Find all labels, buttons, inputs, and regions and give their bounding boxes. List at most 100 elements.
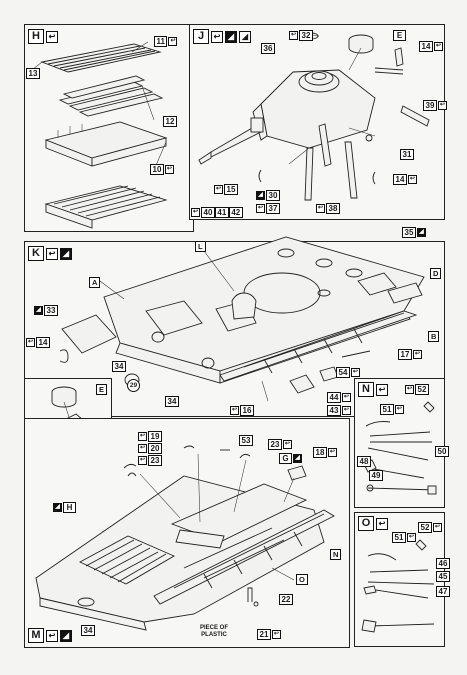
cement-icon: ↩ (341, 393, 351, 402)
paint-icon: ◢ (60, 629, 72, 642)
callout-part-52-n: ↩52 (404, 384, 429, 395)
callout-part-15: ↩15 (213, 184, 238, 195)
cement-icon: ↩ (327, 448, 337, 457)
cement-icon: ↩ (46, 247, 58, 260)
cement-icon: ↩ (256, 204, 265, 213)
callout-part-12: 12 (163, 116, 177, 127)
cement-icon: ↩ (26, 338, 35, 347)
step-h-header: H ↩ (28, 29, 58, 44)
callout-part-52-o: 52↩ (418, 522, 443, 533)
callout-subassembly-l: L (195, 241, 206, 252)
paint-icon: ◢ (225, 30, 237, 43)
o-tools-drawing (361, 539, 435, 633)
cement-icon: ↩ (432, 523, 442, 532)
n-tools-drawing (363, 401, 437, 495)
cement-icon: ↩ (138, 456, 147, 465)
callout-part-18: 18↩ (313, 447, 338, 458)
paint-icon: ◢ (60, 247, 72, 260)
cement-icon: ↩ (376, 383, 388, 396)
callout-parts-40-42: ↩ 40 41 42 (190, 207, 243, 218)
cement-icon: ↩ (164, 165, 174, 174)
callout-part-34-k-left: 34 (112, 361, 126, 372)
step-letter: J (193, 29, 209, 44)
cement-icon: ↩ (289, 31, 298, 40)
cement-icon: ↩ (230, 406, 239, 415)
callout-part-43: 43↩ (327, 405, 352, 416)
cement-icon: ↩ (341, 406, 351, 415)
callout-part-38: ↩38 (315, 203, 340, 214)
step-k-header: K ↩ ◢ (28, 246, 72, 261)
cement-icon: ↩ (405, 385, 414, 394)
callout-part-53: 53 (239, 435, 253, 446)
callout-part-14-k: ↩14 (25, 337, 50, 348)
cement-icon: ↩ (350, 368, 360, 377)
h-drawing (31, 41, 168, 229)
callout-part-37: ↩37 (255, 203, 280, 214)
cement-icon: ↩ (271, 630, 281, 639)
callout-part-51-n: 51↩ (380, 404, 405, 415)
cement-icon: ↩ (214, 185, 223, 194)
cement-icon: ↩ (46, 30, 58, 43)
callout-part-54: 54↩ (336, 367, 361, 378)
cement-icon: ↩ (433, 42, 443, 51)
callout-part-35: 35◢ (402, 227, 427, 238)
callout-part-36: 36 (261, 43, 275, 54)
paint-icon: ◢ (239, 30, 251, 43)
cement-icon: ↩ (168, 37, 178, 46)
callout-part-11: 11↩ (154, 36, 178, 47)
step-letter: K (28, 246, 44, 261)
callout-part-44: 44↩ (327, 392, 352, 403)
callout-part-14-bottom: 14↩ (393, 174, 418, 185)
step-letter: M (28, 628, 44, 643)
callout-part-17: 17↩ (398, 349, 423, 360)
callout-part-e-l: E (96, 384, 108, 395)
piece-of-plastic-note: PIECE OF PLASTIC (200, 625, 229, 638)
callout-subassembly-d: D (430, 268, 442, 279)
cement-icon: ↩ (407, 175, 417, 184)
callout-part-33: ◢33 (33, 305, 58, 316)
callout-part-34-k-right: 34 (165, 396, 179, 407)
callout-part-30: ◢30 (255, 190, 280, 201)
callout-part-48: 48 (357, 456, 371, 467)
callout-part-16: ↩16 (229, 405, 254, 416)
cement-icon: ↩ (394, 405, 404, 414)
k-hull-drawing (59, 236, 425, 402)
cement-icon: ↩ (412, 350, 422, 359)
callout-part-34-m: 34 (81, 625, 95, 636)
callout-part-32: ↩32 (288, 30, 313, 41)
step-n-header: N ↩ (358, 382, 388, 397)
callout-part-23-left: ↩23 (137, 455, 162, 466)
callout-part-49: 49 (369, 470, 383, 481)
callout-part-46: 46 (436, 558, 450, 569)
callout-part-23-right: 23↩ (268, 439, 293, 450)
cement-icon: ↩ (138, 432, 147, 441)
paint-icon: ◢ (256, 191, 265, 200)
callout-part-51-o: 51↩ (392, 532, 417, 543)
paint-icon: ◢ (416, 228, 426, 237)
callout-subassembly-b: B (428, 331, 440, 342)
callout-part-e: E (393, 30, 406, 41)
paint-icon: ◢ (293, 454, 302, 463)
cement-icon: ↩ (406, 533, 416, 542)
callout-part-39: 39↩ (423, 100, 448, 111)
callout-subassembly-a: A (89, 277, 101, 288)
callout-part-19: ↩19 (137, 431, 162, 442)
callout-part-50: 50 (435, 446, 449, 457)
cement-icon: ↩ (138, 444, 147, 453)
step-o-header: O ↩ (358, 516, 388, 531)
cement-icon: ↩ (376, 517, 388, 530)
paint-icon: ◢ (53, 503, 62, 512)
step-m-header: M ↩ ◢ (28, 628, 72, 643)
paint-icon: ◢ (34, 306, 43, 315)
cement-icon: ↩ (282, 440, 292, 449)
cement-icon: ↩ (437, 101, 447, 110)
callout-part-o: O (296, 574, 308, 585)
step-letter: N (358, 382, 374, 397)
callout-part-14-top: 14↩ (419, 41, 444, 52)
callout-part-45: 45 (436, 571, 450, 582)
callout-part-47: 47 (436, 586, 450, 597)
callout-part-g: G◢ (279, 453, 303, 464)
cement-icon: ↩ (316, 204, 325, 213)
m-hull-drawing (35, 445, 335, 631)
callout-part-31: 31 (400, 149, 414, 160)
